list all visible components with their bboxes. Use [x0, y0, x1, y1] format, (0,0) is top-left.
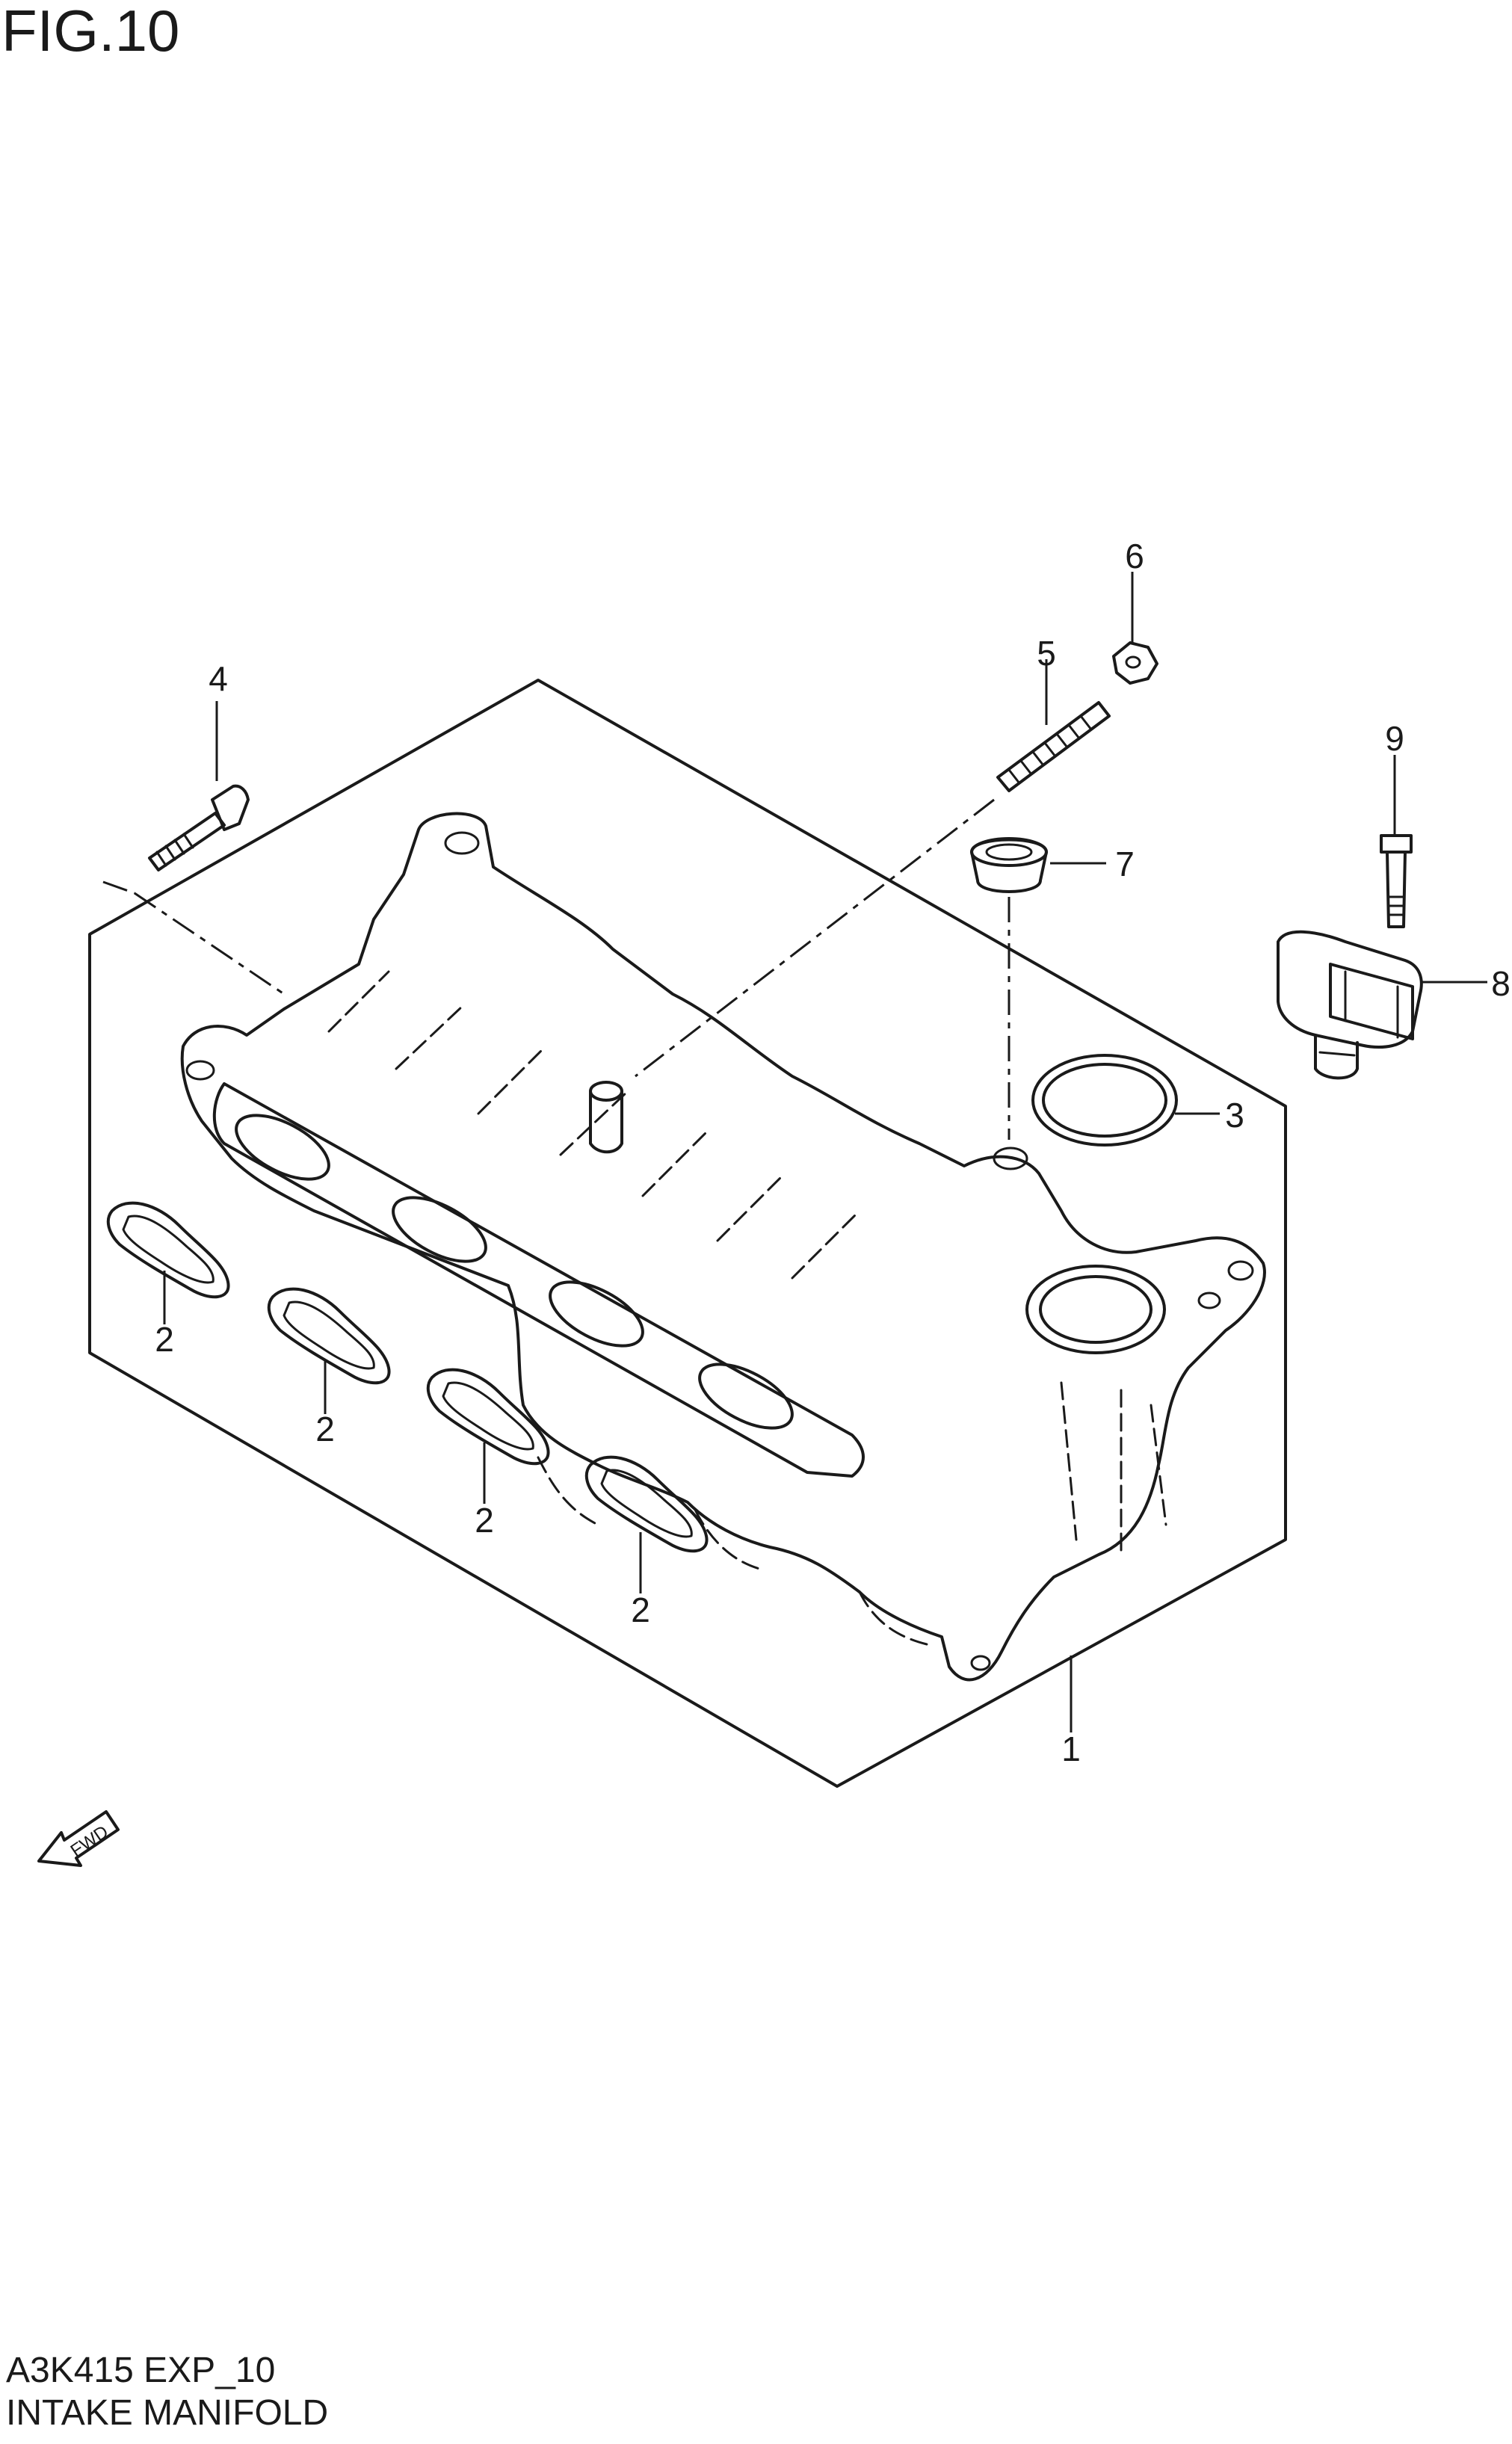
callout-2: 2 [315, 1410, 335, 1448]
port-gasket [267, 1287, 391, 1385]
callout-5: 5 [1037, 634, 1056, 673]
assembly-line [102, 880, 285, 996]
callout-6: 6 [1125, 537, 1144, 575]
callout-9: 9 [1385, 719, 1404, 758]
o-ring [1031, 1054, 1178, 1147]
port-gasket [106, 1201, 230, 1299]
callout-3: 3 [1225, 1096, 1244, 1135]
intake-manifold [180, 812, 1266, 1682]
callout-7: 7 [1115, 845, 1135, 883]
assembly-frame [88, 679, 1287, 1788]
port-gasket [584, 1455, 709, 1553]
callout-1: 1 [1061, 1729, 1081, 1768]
forward-arrow-icon: FWD [37, 1810, 120, 1867]
callout-4: 4 [209, 659, 228, 698]
port-gasket [426, 1368, 550, 1466]
stud-bolt [996, 701, 1111, 792]
assembly-line [635, 798, 995, 1078]
figure-title: FIG.10 [1, 0, 180, 64]
figure-name: INTAKE MANIFOLD [6, 2393, 329, 2433]
rubber-cap [970, 837, 1048, 893]
map-sensor [1277, 930, 1423, 1080]
hex-nut [1112, 641, 1158, 685]
callout-8: 8 [1491, 964, 1511, 1003]
sensor-bolt [1380, 834, 1413, 928]
callout-2: 2 [631, 1590, 650, 1629]
flange-bolt [148, 784, 250, 871]
figure-code: A3K415 EXP_10 [6, 2351, 276, 2390]
fwd-badge-label: FWD [67, 1821, 112, 1861]
callout-2: 2 [475, 1501, 494, 1540]
callout-2: 2 [155, 1320, 174, 1359]
